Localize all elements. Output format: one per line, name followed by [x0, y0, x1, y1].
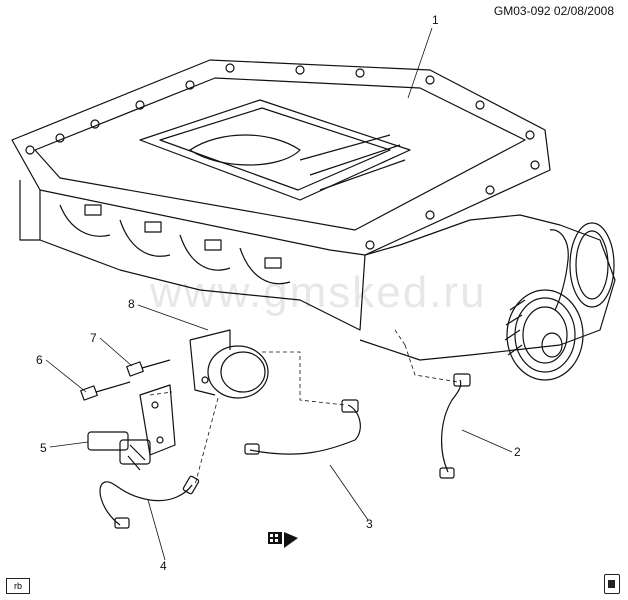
connector-arrow-icon: [268, 532, 298, 548]
outlet-ring: [569, 222, 615, 308]
vacuum-solenoid: [87, 431, 151, 471]
vacuum-hose-4: [99, 481, 193, 526]
vacuum-hose-2: [441, 379, 462, 473]
manual-book-icon: [604, 574, 620, 594]
callout-7: 7: [90, 331, 97, 345]
vacuum-hose-3: [249, 404, 361, 455]
callout-4: 4: [160, 559, 167, 573]
manifold-body: [39, 190, 366, 331]
leader-lines: [45, 27, 513, 561]
rotor-window: [139, 99, 411, 201]
bolt-6: [80, 381, 131, 401]
callout-6: 6: [36, 353, 43, 367]
snout-housing: [359, 214, 616, 361]
flange-bolt-holes: [25, 63, 540, 250]
routing-lines: [149, 329, 459, 486]
diagram-code: GM03-092 02/08/2008: [493, 4, 614, 18]
bracket: [139, 384, 176, 456]
corner-tag: rb: [6, 578, 30, 594]
bolt-7: [126, 359, 171, 377]
manifold-flange: [11, 59, 551, 256]
callout-5: 5: [40, 441, 47, 455]
callout-3: 3: [366, 517, 373, 531]
drive-pulley: [504, 289, 584, 381]
callout-8: 8: [128, 297, 135, 311]
bypass-actuator: [189, 329, 269, 399]
callout-2: 2: [514, 445, 521, 459]
callout-1: 1: [432, 13, 439, 27]
